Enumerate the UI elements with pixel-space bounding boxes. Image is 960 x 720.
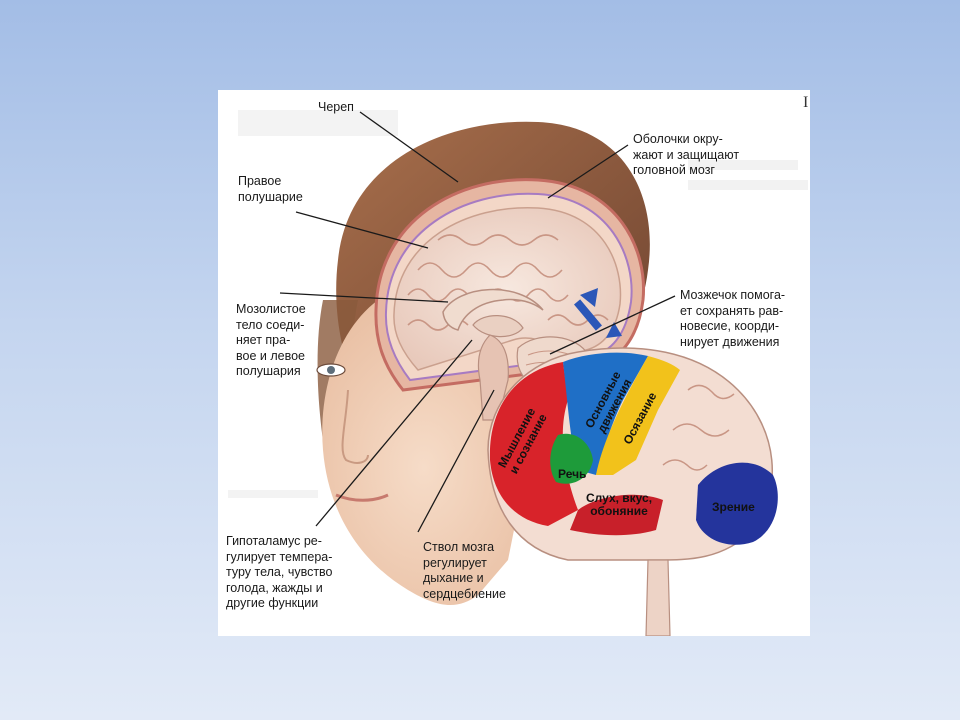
region-label-speech: Речь [558,467,587,481]
leader-skull [359,111,459,183]
region-label-hearing: Слух, вкус, обоняние [586,491,653,518]
region-speech-shape [550,433,593,484]
leader-corpus-callosum [279,292,449,303]
leader-right-hemisphere [295,211,429,249]
corpus-callosum [442,288,544,331]
left-iris [327,366,335,374]
label-hypothalamus: Гипоталамус ре- гулирует темпера- туру т… [226,534,333,610]
label-corpus-callosum: Мозолистое тело соеди- няет пра- вое и л… [236,302,306,378]
region-thinking-shape [489,362,578,526]
blue-arrow [574,288,622,338]
page-mark: I [803,94,809,111]
region-label-vision: Зрение [712,500,755,514]
leader-hypothalamus [315,339,473,527]
nose [341,389,369,464]
faded-background-text [228,110,808,498]
label-cerebellum: Мозжечок помога- ет сохранять рав- новес… [680,288,786,349]
lateral-spinal-cord [645,559,671,636]
leader-meninges [547,144,629,199]
brain-illustration [228,110,808,636]
leader-cerebellum [549,295,676,355]
lateral-gyri [662,384,735,471]
label-skull: Череп [318,100,354,114]
label-meninges: Оболочки окру- жают и защищают головной … [633,132,740,177]
brainstem-section [477,334,509,421]
thalamus [472,315,524,338]
lateral-brain [487,347,778,636]
region-vision-shape [696,462,778,545]
leader-lines [279,111,676,533]
label-right-hemisphere: Правое полушарие [238,174,303,204]
sagittal-brain [393,207,622,371]
region-touch-shape [596,356,680,475]
brain-anatomy-figure: I Череп Оболочки окру- жают и защищают г… [218,90,810,636]
region-hearing-shape [570,494,663,536]
leader-brainstem [417,389,495,533]
label-brainstem: Ствол мозга регулирует дыхание и сердцеб… [423,540,506,601]
